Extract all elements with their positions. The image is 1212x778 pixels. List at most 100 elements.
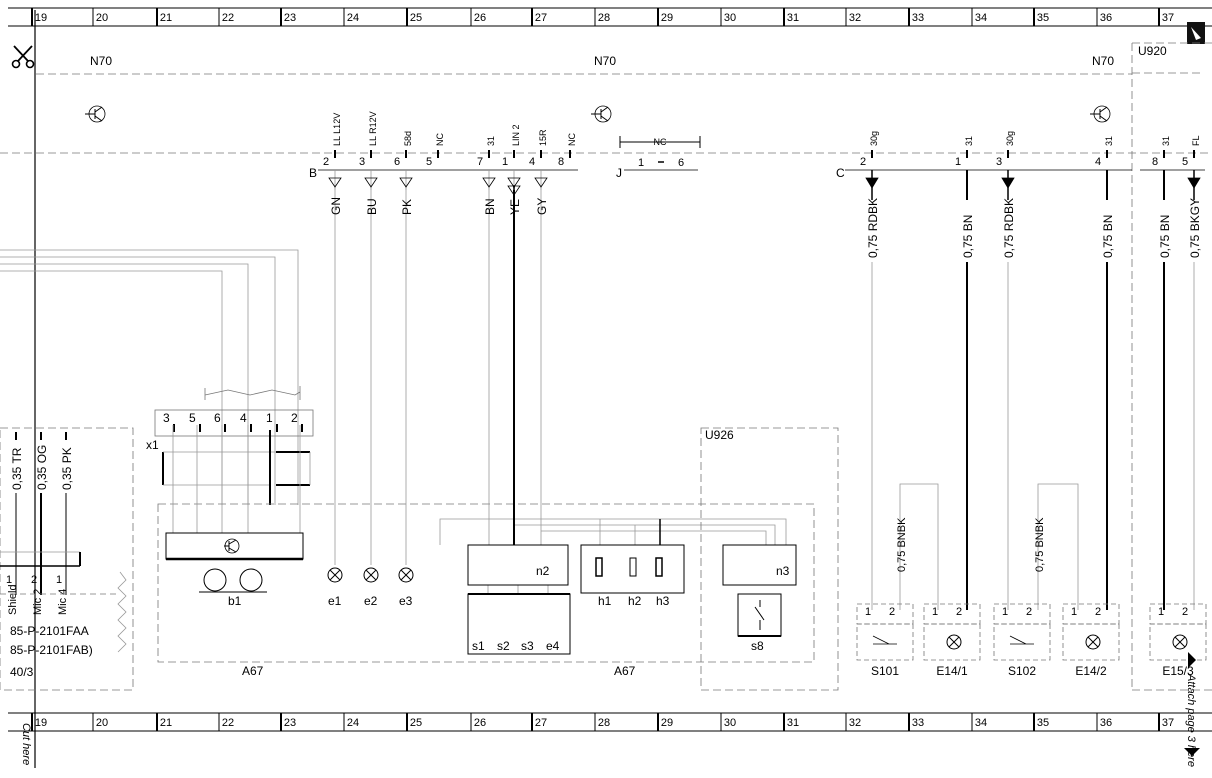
transistor-icon	[85, 105, 1111, 123]
pin-signal-label: LIN 2	[511, 124, 521, 146]
ruler-number: 25	[410, 12, 422, 24]
ruler-number: 32	[849, 12, 861, 24]
pin-signal-label: FL	[1191, 135, 1201, 146]
ruler-number: 30	[724, 12, 736, 24]
ruler-number: 28	[598, 717, 610, 729]
ruler-number: 27	[535, 717, 547, 729]
pin-number: 2	[1182, 606, 1188, 618]
s101-label: S101	[871, 664, 899, 678]
pin-label: Mic 4	[57, 589, 69, 615]
transistor-icon	[1090, 105, 1111, 123]
scissors-icon	[11, 45, 35, 69]
wire-colour-label: 0,75 BN	[1101, 215, 1115, 258]
ruler-number: 22	[222, 12, 234, 24]
ruler-number: 33	[912, 12, 924, 24]
pin-number: 3	[996, 156, 1002, 168]
ruler-number: 34	[975, 717, 987, 729]
x1-label: x1	[146, 438, 159, 452]
wire-colour-label: 0,75 BNBK	[1034, 517, 1046, 572]
wire-colour-label: GN	[329, 197, 343, 215]
pin-number: 7	[477, 156, 483, 168]
pin-signal-label: 30g	[869, 131, 879, 146]
u926-housing	[700, 427, 839, 691]
ruler-number: 27	[535, 12, 547, 24]
connector-j-signal: NC	[654, 137, 667, 147]
b1-component: b1	[165, 532, 304, 608]
pin-number: 3	[359, 156, 365, 168]
pin-number: 1	[1071, 606, 1077, 618]
wire-colour-label: 0,35 OG	[35, 445, 49, 490]
cable-bundle	[0, 249, 299, 505]
ruler-number: 23	[284, 12, 296, 24]
pin-number: 2	[291, 411, 298, 425]
pin-number: 1	[266, 411, 273, 425]
pin-signal-label: NC	[435, 133, 445, 146]
wire-colour-label: 0,75 BN	[1158, 215, 1172, 258]
pin-signal-label: 30g	[1005, 131, 1015, 146]
n2-component: n2 s1 s2 s3 e4	[467, 544, 571, 655]
e4-label: e4	[546, 639, 560, 653]
e14_1-label: E14/1	[936, 664, 968, 678]
ruler-number: 29	[661, 12, 673, 24]
part-number: 85-P-2101FAA	[10, 624, 89, 638]
pin-number: 1	[6, 574, 12, 586]
ruler-number: 31	[787, 717, 799, 729]
u920-label: U920	[1138, 44, 1167, 58]
pin-number: 4	[1095, 156, 1101, 168]
ruler-number: 20	[96, 12, 108, 24]
ruler-number: 20	[96, 717, 108, 729]
ruler-number: 31	[787, 12, 799, 24]
ruler-number: 24	[347, 12, 359, 24]
ruler-number: 35	[1037, 12, 1049, 24]
ruler-number: 33	[912, 717, 924, 729]
pin-signal-label: LL R12V	[368, 111, 378, 146]
cut-here-note: Cut here	[20, 723, 32, 765]
pin-number: 8	[558, 156, 564, 168]
pin-signal-label: 58d	[403, 131, 413, 146]
ruler-number: 36	[1100, 12, 1112, 24]
ruler-number: 24	[347, 717, 359, 729]
pin-number: 2	[1026, 606, 1032, 618]
pin-number: 5	[189, 411, 196, 425]
pin-signal-label: 31	[1161, 136, 1171, 146]
pin-signal-label: NC	[567, 133, 577, 146]
h3-label: h3	[656, 594, 670, 608]
pin-number: 6	[394, 156, 400, 168]
pin-signal-label: LL L12V	[332, 113, 342, 146]
pin-number: 2	[323, 156, 329, 168]
e15-label: E15/3	[1162, 664, 1194, 678]
ruler-number: 26	[474, 12, 486, 24]
h-group: h1 h2 h3	[580, 544, 685, 608]
pin-signal-label: 31	[486, 136, 496, 146]
pin-number: 1	[865, 606, 871, 618]
pin-signal-label: 15R	[538, 129, 548, 146]
s2-label: s2	[497, 639, 510, 653]
e2-label: e2	[364, 594, 378, 608]
h1-label: h1	[598, 594, 612, 608]
ruler-number: 37	[1162, 12, 1174, 24]
wire-colour-label: 0,75 RDBK	[1002, 198, 1016, 258]
part-number: 40/3	[10, 665, 34, 679]
n70-label-center: N70	[594, 54, 616, 68]
wire-colour-label: 0,35 TR	[10, 447, 24, 490]
ruler-number: 36	[1100, 717, 1112, 729]
pin-number: 4	[529, 156, 535, 168]
pin-number: 4	[240, 411, 247, 425]
wire-colour-label: 0,75 BN	[961, 215, 975, 258]
pin-label: Mic 2	[32, 589, 44, 615]
ruler-number: 21	[160, 717, 172, 729]
wire-colour-label: 0,75 BNBK	[896, 517, 908, 572]
pin-number: 6	[214, 411, 221, 425]
e3-label: e3	[399, 594, 413, 608]
wire-colour-label: YE	[508, 199, 522, 215]
ruler-number: 19	[35, 717, 47, 729]
